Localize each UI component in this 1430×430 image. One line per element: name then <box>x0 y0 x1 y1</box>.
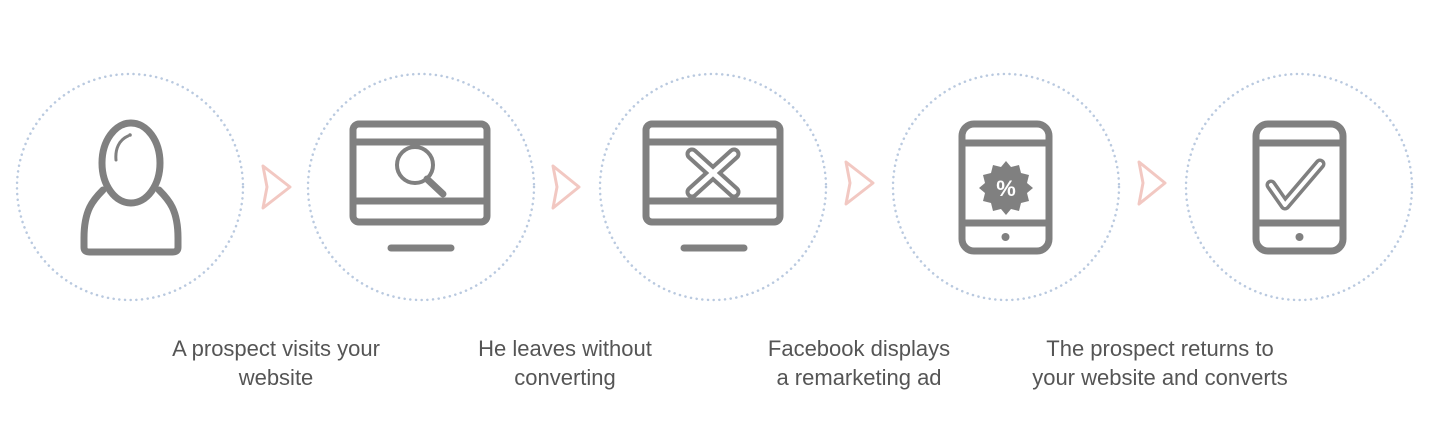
step-5-circle <box>1184 72 1414 302</box>
step-1-caption-line-2: website <box>238 365 314 390</box>
arrow-3-icon <box>844 160 875 206</box>
monitor-x-icon <box>642 120 784 252</box>
arrow-2-icon <box>551 164 581 210</box>
arrow-1-icon <box>261 164 292 210</box>
step-1-caption-line-1: A prospect visits your <box>172 336 380 361</box>
step-2-caption-line-1: He leaves without <box>478 336 652 361</box>
discount-badge-text: % <box>996 176 1016 201</box>
phone-check-icon <box>1252 120 1347 255</box>
step-4-circle <box>891 72 1121 302</box>
step-4-caption-line-1: The prospect returns to <box>1046 336 1274 361</box>
step-1-circle <box>15 72 245 302</box>
user-icon <box>80 119 182 256</box>
step-3-circle <box>598 72 828 302</box>
step-3-caption-line-2: a remarketing ad <box>776 365 942 390</box>
phone-discount-icon: % <box>958 120 1053 255</box>
step-3-caption-line-1: Facebook displays <box>767 336 951 361</box>
step-1-caption: A prospect visits your website <box>146 334 406 392</box>
discount-badge-icon <box>979 161 1033 215</box>
step-4-caption: The prospect returns to your website and… <box>1010 334 1310 392</box>
monitor-search-icon <box>349 120 491 252</box>
step-2-caption: He leaves without converting <box>435 334 695 392</box>
step-2-caption-line-2: converting <box>514 365 616 390</box>
step-3-caption: Facebook displays a remarketing ad <box>729 334 989 392</box>
step-4-caption-line-2: your website and converts <box>1032 365 1288 390</box>
arrow-4-icon <box>1137 160 1167 206</box>
step-2-circle <box>306 72 536 302</box>
